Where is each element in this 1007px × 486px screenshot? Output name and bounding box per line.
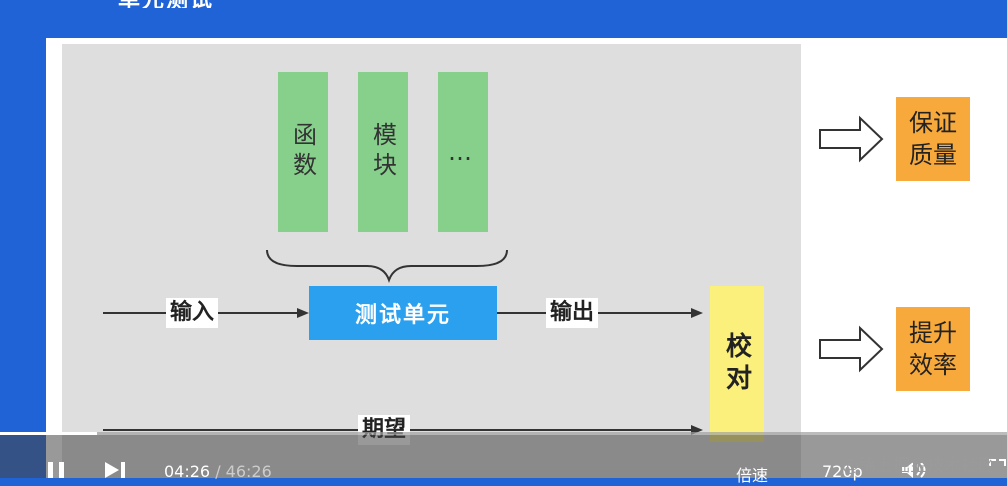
result-quality: 保证 质量 — [896, 97, 970, 181]
box-function: 函数 — [278, 72, 328, 232]
box-more-label: … — [448, 138, 478, 166]
slide: 函数 模块 … 测试单元 输入 输出 期望 校对 保证 质量 提升 效率 — [46, 38, 1007, 478]
box-module-label: 模块 — [368, 122, 397, 182]
diagram-panel: 函数 模块 … 测试单元 输入 输出 期望 校对 — [62, 44, 801, 478]
input-label: 输入 — [166, 298, 219, 328]
quality-button[interactable]: 720p — [822, 462, 863, 481]
pause-icon[interactable] — [46, 462, 68, 478]
input-arrowhead — [297, 308, 309, 318]
brace — [266, 249, 508, 283]
time-display: 04:26 / 46:26 — [164, 462, 272, 481]
fullscreen-icon[interactable] — [988, 458, 1007, 478]
result-arrow-2-icon — [819, 325, 884, 373]
current-time: 04:26 — [164, 462, 211, 481]
box-function-label: 函数 — [288, 122, 317, 182]
player-controls — [0, 432, 1007, 478]
output-label: 输出 — [546, 298, 599, 328]
volume-icon[interactable] — [900, 462, 930, 478]
test-unit-label: 测试单元 — [354, 303, 451, 328]
slide-title: 单元测试 — [118, 0, 258, 8]
result-arrow-1-icon — [819, 115, 884, 163]
result-efficiency: 提升 效率 — [896, 307, 970, 391]
diagram-lines — [103, 249, 703, 435]
check-label: 校对 — [721, 332, 752, 396]
test-unit-box: 测试单元 — [309, 286, 497, 340]
time-separator: / — [210, 462, 226, 481]
box-more: … — [438, 72, 488, 232]
watermark: @稀土掘金技术社区 — [842, 456, 995, 476]
next-icon[interactable] — [103, 462, 129, 478]
speed-button[interactable]: 倍速 — [736, 466, 769, 485]
progress-fill — [0, 432, 97, 435]
output-arrowhead — [691, 308, 703, 318]
progress-bar[interactable] — [0, 432, 1007, 435]
box-module: 模块 — [358, 72, 408, 232]
check-box: 校对 — [710, 286, 764, 442]
duration: 46:26 — [225, 462, 272, 481]
